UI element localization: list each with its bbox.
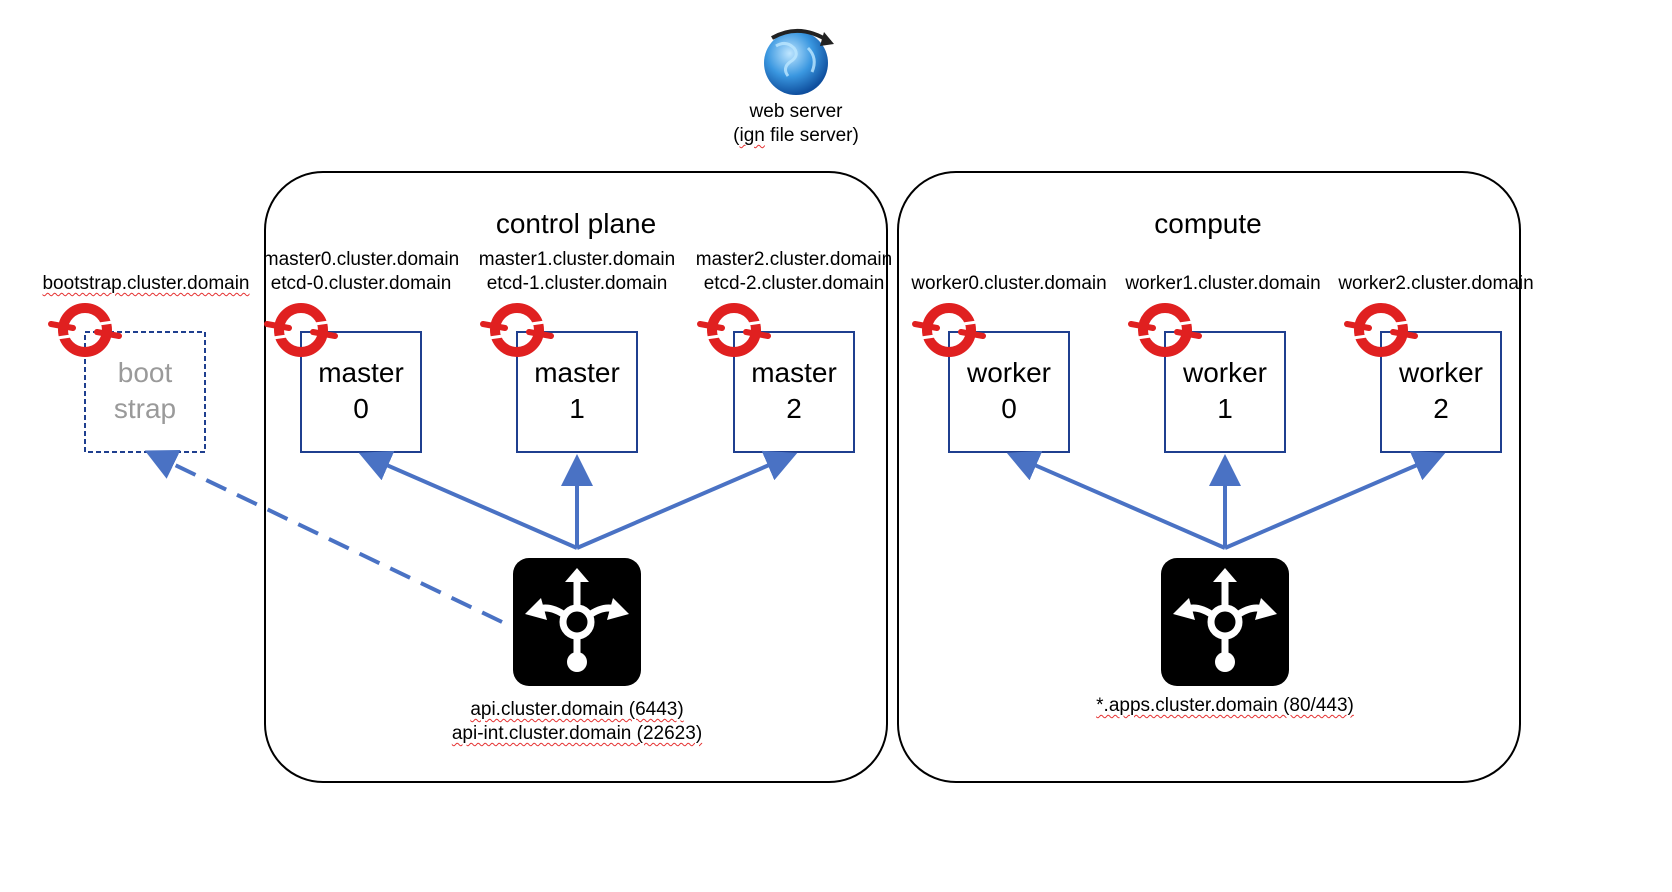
- master-2-index: 2: [786, 393, 802, 424]
- control-plane-panel: [264, 171, 888, 783]
- control-plane-title: control plane: [495, 208, 657, 239]
- compute-panel: [897, 171, 1521, 783]
- worker-0-hostname: worker0.cluster.domain: [911, 273, 1107, 294]
- api-endpoint-host: api.cluster.domain (6443): [470, 699, 684, 720]
- compute-arrows: [1006, 450, 1446, 550]
- compute-title: compute: [1154, 208, 1262, 239]
- apps-load-balancer-icon: [1161, 558, 1289, 686]
- api-int-endpoint-host: api-int.cluster.domain (22623): [451, 723, 703, 744]
- globe-icon: [764, 28, 834, 95]
- worker-1-index: 1: [1217, 393, 1233, 424]
- bootstrap-label-line2: strap: [113, 393, 177, 424]
- master-1-box: [516, 331, 638, 453]
- worker-0-index: 0: [1001, 393, 1017, 424]
- web-server-sublabel: (ign file server): [733, 125, 859, 146]
- web-server-label: web server: [749, 101, 843, 122]
- master-0-label: master: [318, 357, 404, 388]
- apps-endpoint-host: *.apps.cluster.domain (80/443): [1096, 695, 1354, 716]
- master-1-hostname: master1.cluster.domain: [478, 249, 676, 270]
- master-1-index: 1: [569, 393, 585, 424]
- worker-2-index: 2: [1433, 393, 1449, 424]
- master-0-index: 0: [353, 393, 369, 424]
- worker-0-label: worker: [966, 357, 1052, 388]
- master-0-hostname: master0.cluster.domain: [262, 249, 460, 270]
- api-endpoint-label: api.cluster.domain (6443): [470, 698, 683, 722]
- master-2-hostname: master2.cluster.domain: [695, 249, 893, 270]
- apps-endpoint-label: *.apps.cluster.domain (80/443): [1096, 694, 1354, 718]
- api-int-endpoint-label: api-int.cluster.domain (22623): [452, 722, 702, 746]
- worker-1-box: [1164, 331, 1286, 453]
- worker-2-label: worker: [1398, 357, 1484, 388]
- worker-2-hostname: worker2.cluster.domain: [1338, 273, 1534, 294]
- master-0-etcd: etcd-0.cluster.domain: [270, 273, 452, 294]
- worker-1-label: worker: [1182, 357, 1268, 388]
- api-load-balancer-icon: [513, 558, 641, 686]
- master-2-label: master: [751, 357, 837, 388]
- master-1-label: master: [534, 357, 620, 388]
- master-2-etcd: etcd-2.cluster.domain: [703, 273, 885, 294]
- ign-word: ign: [739, 125, 765, 146]
- worker-1-hostname: worker1.cluster.domain: [1125, 273, 1321, 294]
- bootstrap-hostname: bootstrap.cluster.domain: [42, 273, 250, 294]
- master-1-etcd: etcd-1.cluster.domain: [486, 273, 668, 294]
- bootstrap-label-line1: boot: [117, 357, 173, 388]
- control-plane-arrows: [144, 449, 798, 624]
